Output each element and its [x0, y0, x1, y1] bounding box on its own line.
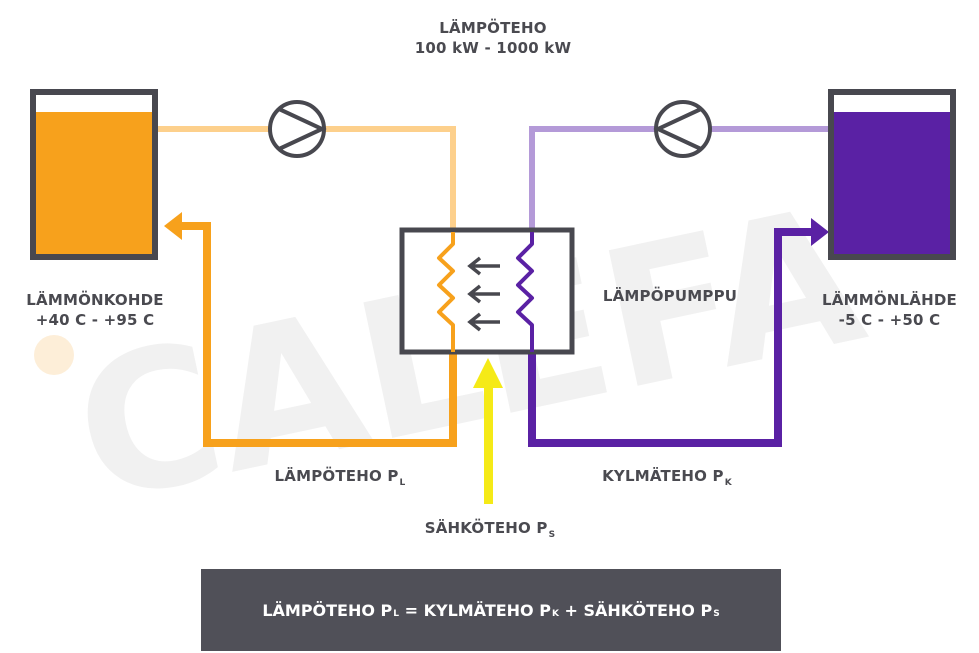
- condenser-coil: [437, 232, 455, 352]
- right-pump-icon: [653, 100, 712, 158]
- formula-plus: +: [558, 600, 584, 620]
- electric-flow-label: SÄHKÖTEHO PS: [395, 519, 585, 540]
- heat-pump-label: LÄMPÖPUMPPU: [602, 287, 738, 305]
- heat-output-header: LÄMPÖTEHO 100 kW - 1000 kW: [388, 18, 598, 58]
- cold-supply-pipe: [528, 228, 815, 447]
- hot-supply-pipe: [172, 222, 457, 447]
- cooling-flow-text: KYLMÄTEHO P: [602, 467, 724, 485]
- electric-input-arrow-icon: [473, 358, 503, 504]
- cooling-flow-sub: K: [724, 478, 732, 488]
- source-name: LÄMMÖNLÄHDE: [822, 291, 957, 309]
- heat-transfer-arrows-icon: [467, 256, 500, 332]
- heat-pump-box: [399, 227, 575, 355]
- left-pump-icon: [268, 100, 327, 158]
- formula-equals: =: [399, 600, 424, 620]
- cold-return-pipe: [529, 126, 830, 232]
- heat-sink-label: LÄMMÖNKOHDE +40 C - +95 C: [0, 290, 190, 330]
- hot-arrow-icon: [164, 212, 182, 240]
- header-title: LÄMPÖTEHO: [439, 19, 547, 37]
- heat-sink-fill: [36, 112, 152, 254]
- hot-return-pipe: [155, 126, 456, 232]
- formula-cooling: KYLMÄTEHO P: [423, 600, 551, 620]
- heat-flow-label: LÄMPÖTEHO PL: [250, 467, 430, 488]
- formula-electric-sub: S: [713, 609, 720, 619]
- sink-name: LÄMMÖNKOHDE: [26, 291, 164, 309]
- electric-flow-sub: S: [548, 530, 556, 540]
- sink-range: +40 C - +95 C: [35, 311, 155, 329]
- heat-source-label: LÄMMÖNLÄHDE -5 C - +50 C: [800, 290, 979, 330]
- formula-electric: SÄHKÖTEHO P: [583, 600, 713, 620]
- heat-source-fill: [834, 112, 950, 254]
- cold-arrow-icon: [811, 218, 829, 246]
- formula-heat: LÄMPÖTEHO P: [262, 600, 393, 620]
- formula-heat-sub: L: [393, 609, 400, 619]
- evaporator-coil: [516, 232, 534, 352]
- header-range: 100 kW - 1000 kW: [414, 39, 572, 57]
- electric-flow-text: SÄHKÖTEHO P: [424, 519, 548, 537]
- source-range: -5 C - +50 C: [838, 311, 941, 329]
- formula-cooling-sub: K: [551, 609, 559, 619]
- cooling-flow-label: KYLMÄTEHO PK: [582, 467, 752, 488]
- heat-flow-text: LÄMPÖTEHO P: [274, 467, 399, 485]
- watermark-dot: [34, 335, 74, 375]
- heat-flow-sub: L: [399, 478, 406, 488]
